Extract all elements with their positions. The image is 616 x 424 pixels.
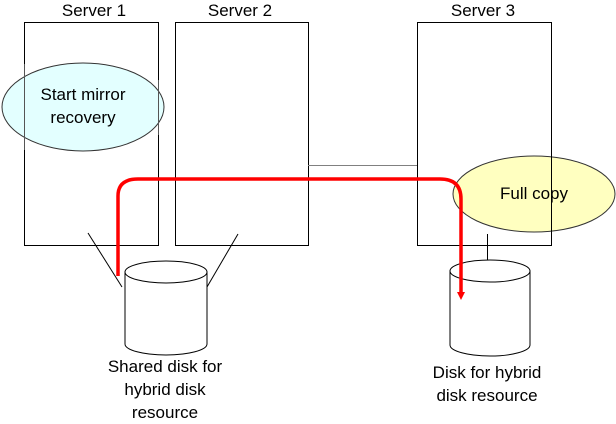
local-disk-label-line1: Disk for hybrid bbox=[432, 363, 542, 382]
full-copy-callout bbox=[452, 155, 616, 233]
server-2-disk-link bbox=[206, 233, 239, 288]
server-1-title: Server 1 bbox=[61, 1, 127, 20]
start-recovery-callout bbox=[1, 62, 165, 152]
shared-disk-label-line2: hybrid disk bbox=[124, 380, 206, 399]
shared-disk-label-line3: resource bbox=[131, 403, 199, 422]
local-disk-label-line2: disk resource bbox=[436, 386, 538, 405]
start-recovery-text-line1: Start mirror bbox=[40, 85, 126, 104]
start-recovery-text-line2: recovery bbox=[50, 108, 116, 127]
shared-disk-cylinder bbox=[124, 260, 208, 356]
server-2-title: Server 2 bbox=[207, 1, 273, 20]
server-3-title: Server 3 bbox=[450, 1, 516, 20]
shared-disk-label-line1: Shared disk for bbox=[107, 357, 223, 376]
full-copy-text: Full copy bbox=[499, 184, 569, 203]
server-2-box bbox=[175, 22, 309, 246]
full-copy-flow-arrow bbox=[116, 177, 465, 300]
local-disk-cylinder bbox=[449, 259, 531, 357]
server-1-disk-link bbox=[87, 232, 123, 288]
